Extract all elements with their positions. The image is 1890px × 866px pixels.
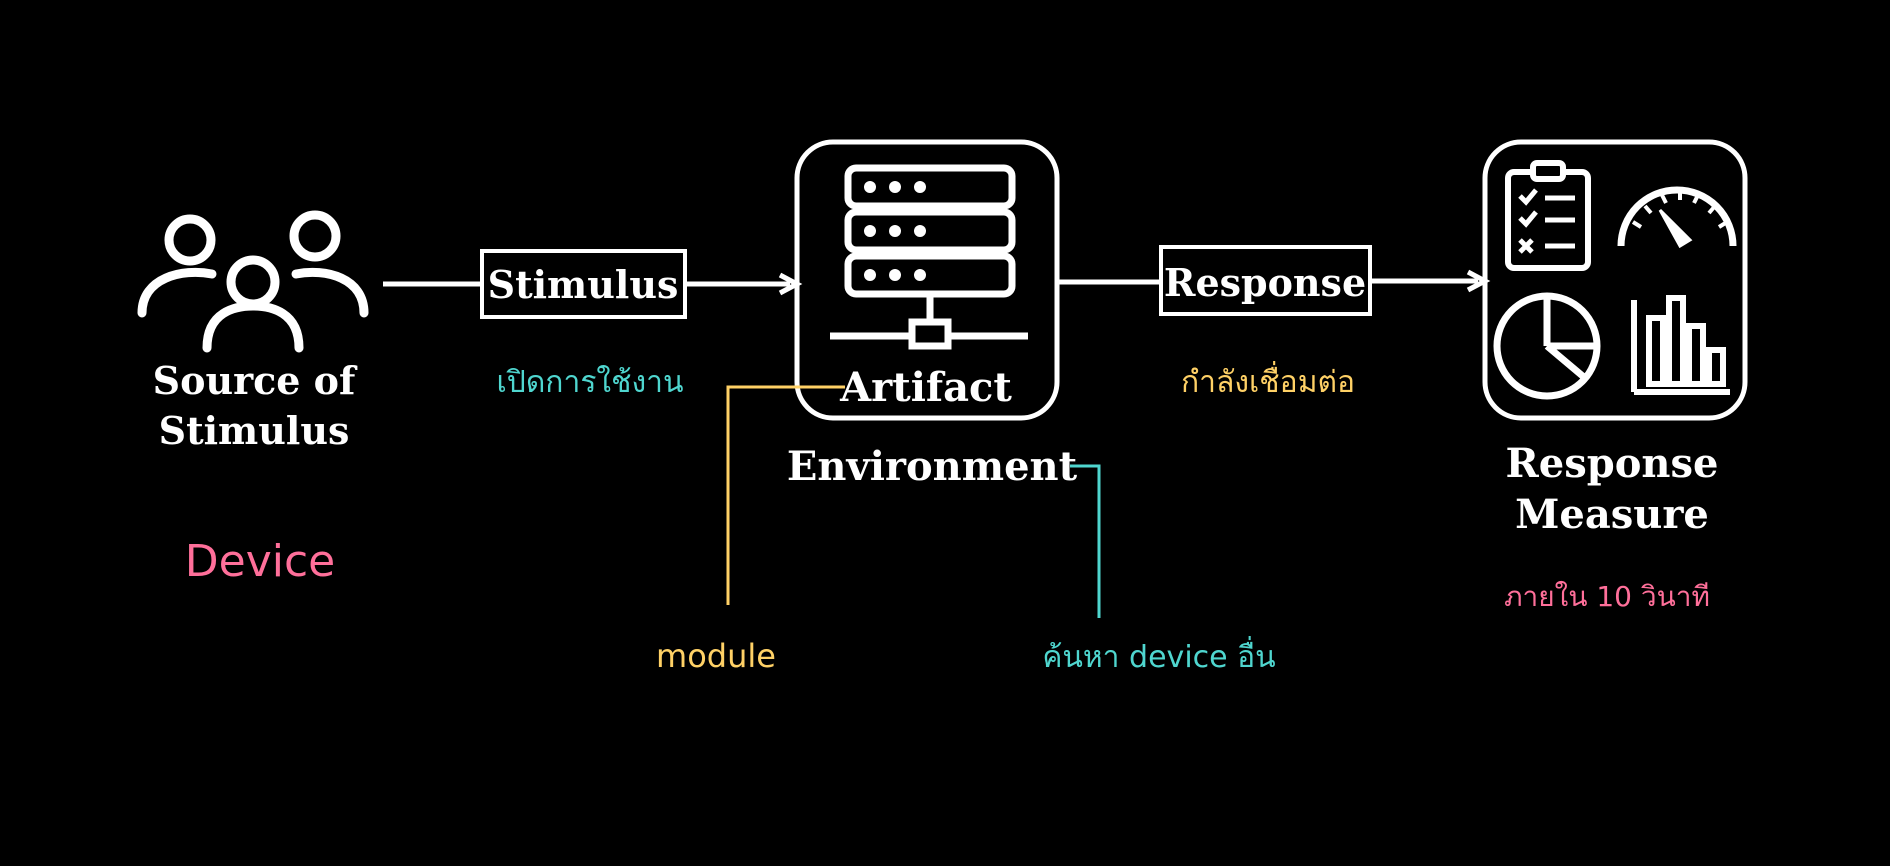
source-of-stimulus-line1: Source of: [153, 358, 358, 403]
response-measure-box: [1482, 139, 1748, 421]
gauge-icon: [1617, 186, 1737, 249]
stimulus-annotation: เปิดการใช้งาน: [497, 365, 684, 400]
response-annotation: กำลังเชื่อมต่อ: [1181, 361, 1355, 400]
source-annotation: Device: [185, 536, 335, 587]
clipboard-icon: [1505, 160, 1591, 271]
response-measure-line2: Measure: [1515, 491, 1709, 538]
bar-chart-icon: [1631, 295, 1730, 395]
server-icon: [830, 164, 1028, 350]
people-icon: [137, 210, 369, 353]
response-measure-annotation: ภายใน 10 วินาที: [1504, 580, 1710, 613]
environment-annotation-bracket: [1070, 464, 1101, 618]
response-label: Response: [1164, 260, 1366, 305]
environment-annotation: ค้นหา device อื่น: [1042, 636, 1275, 675]
response-measure-line1: Response: [1506, 440, 1719, 487]
pie-chart-icon: [1493, 292, 1601, 400]
artifact-label: Artifact: [839, 364, 1012, 411]
stimulus-label: Stimulus: [488, 262, 679, 307]
source-of-stimulus-line2: Stimulus: [159, 408, 350, 453]
artifact-annotation: module: [656, 637, 776, 675]
environment-label: Environment: [787, 443, 1078, 490]
artifact-annotation-bracket: [726, 385, 845, 605]
